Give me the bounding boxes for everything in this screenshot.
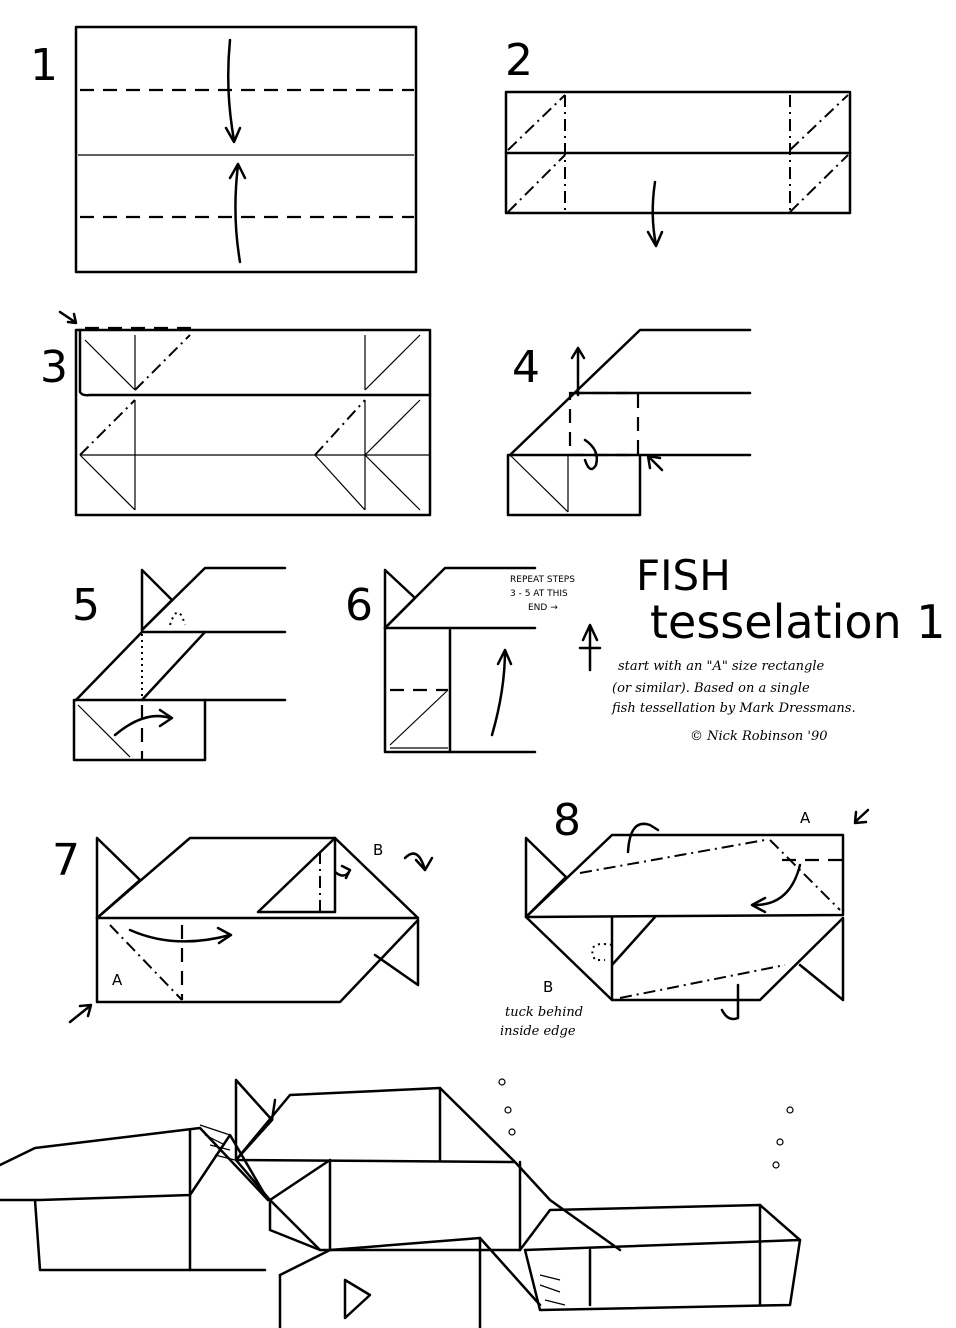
repeat-note-line: REPEAT STEPS: [510, 575, 575, 585]
step-4-diagram: 4: [506, 328, 752, 517]
step-number: 2: [505, 35, 533, 86]
fold-arrow-icon: [646, 180, 664, 248]
description-line: fish tessellation by Mark Dressmans.: [611, 701, 856, 716]
step-1-diagram: 1: [30, 25, 418, 274]
tuck-note: inside edge: [500, 1024, 576, 1039]
fold-arrow-icon: [333, 864, 352, 880]
description-line: (or similar). Based on a single: [612, 681, 810, 696]
step-3-diagram: 3: [40, 310, 432, 517]
step-number: 3: [40, 342, 68, 393]
fold-arrow-icon: [224, 38, 242, 144]
step-number: 5: [72, 580, 100, 631]
label-b: B: [373, 841, 383, 859]
arrow-icon: [58, 310, 78, 325]
step-number: 7: [52, 835, 80, 886]
title-line1: FISH: [636, 551, 731, 600]
fold-arrow-icon: [750, 863, 802, 914]
step-6-diagram: 6 REPEAT STEPS 3 - 5 AT THIS END →: [345, 566, 602, 754]
step-number: 8: [553, 795, 581, 846]
arrow-icon: [646, 454, 664, 472]
fold-arrow-icon: [228, 162, 247, 264]
repeat-note-line: 3 - 5 AT THIS: [510, 589, 568, 599]
fold-arrow-icon: [128, 926, 233, 945]
copyright: © Nick Robinson '90: [690, 729, 828, 744]
step-7-diagram: 7 B A: [52, 835, 434, 1024]
fold-arrow-icon: [490, 648, 513, 737]
arrow-icon: [853, 808, 870, 825]
description-line: start with an "A" size rectangle: [618, 659, 824, 674]
step-8-diagram: 8 A B tuck behind inside edge: [500, 795, 870, 1039]
turn-arrow-icon: [583, 438, 599, 471]
fold-arrow-icon: [113, 708, 174, 737]
step-number: 1: [30, 40, 58, 91]
turn-arrow-icon: [720, 983, 740, 1021]
arrow-icon: [68, 1003, 93, 1024]
label-a: A: [112, 971, 123, 989]
title-line2: tesselation 1: [650, 595, 946, 649]
arrow-icon: [578, 623, 602, 672]
step-5-diagram: 5: [72, 566, 287, 762]
step-number: 6: [345, 580, 373, 631]
label-b: B: [543, 978, 553, 996]
label-a: A: [800, 809, 811, 827]
title-block: FISH tesselation 1 start with an "A" siz…: [611, 551, 946, 744]
tessellation-illustration: [0, 1078, 802, 1328]
step-number: 4: [512, 342, 540, 393]
tuck-note: tuck behind: [505, 1005, 583, 1020]
turn-arrow-icon: [626, 822, 660, 854]
repeat-note-line: END →: [528, 603, 558, 613]
step-2-diagram: 2: [504, 35, 852, 248]
turn-arrow-icon: [403, 852, 434, 872]
